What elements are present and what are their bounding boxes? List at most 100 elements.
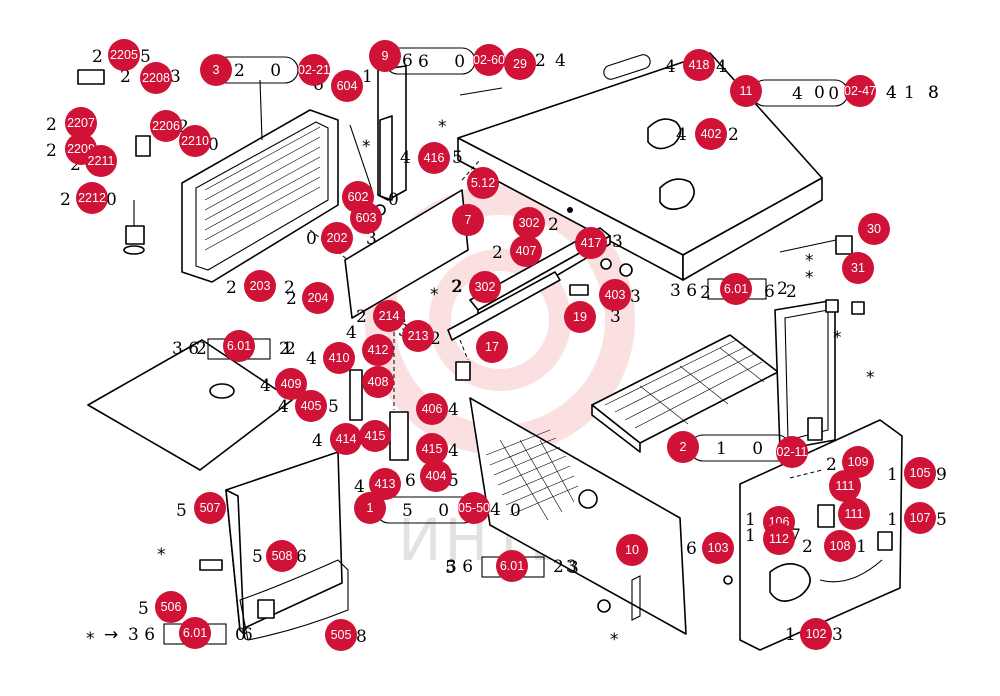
svg-text:02-21: 02-21 bbox=[298, 63, 330, 77]
hotspot-02-60[interactable]: 02-60 bbox=[473, 44, 505, 76]
hotspot-412[interactable]: 412 bbox=[362, 334, 394, 366]
hotspot-31[interactable]: 31 bbox=[842, 252, 874, 284]
svg-text:9: 9 bbox=[382, 49, 389, 63]
hotspot-302b[interactable]: 302 bbox=[469, 271, 501, 303]
hotspot-413[interactable]: 413 bbox=[369, 468, 401, 500]
svg-text:409: 409 bbox=[281, 377, 302, 391]
label-2210b: 0 bbox=[208, 135, 219, 155]
hotspot-10[interactable]: 10 bbox=[616, 534, 648, 566]
hotspot-17[interactable]: 17 bbox=[476, 331, 508, 363]
hotspot-2212[interactable]: 2212 bbox=[76, 182, 108, 214]
hotspot-2210[interactable]: 2210 bbox=[179, 125, 211, 157]
svg-text:30: 30 bbox=[867, 222, 881, 236]
hotspot-103[interactable]: 103 bbox=[702, 532, 734, 564]
hotspot-05-50[interactable]: 05-50 bbox=[458, 492, 490, 524]
hotspot-6.01c[interactable]: 6.01 bbox=[496, 550, 528, 582]
hotspot-204[interactable]: 204 bbox=[302, 282, 334, 314]
hotspot-02-47[interactable]: 02-47 bbox=[844, 75, 876, 107]
label-105a: 1 bbox=[887, 465, 898, 485]
hotspot-403[interactable]: 403 bbox=[599, 279, 631, 311]
hotspot-407[interactable]: 407 bbox=[510, 235, 542, 267]
star-8: * bbox=[805, 251, 814, 271]
hotspot-402[interactable]: 402 bbox=[695, 118, 727, 150]
hotspot-2208[interactable]: 2208 bbox=[140, 62, 172, 94]
label-507a: 5 bbox=[176, 501, 187, 521]
hotspot-410[interactable]: 410 bbox=[323, 342, 355, 374]
hotspot-1[interactable]: 1 bbox=[354, 492, 386, 524]
hotspot-2205[interactable]: 2205 bbox=[108, 39, 140, 71]
hotspot-418[interactable]: 418 bbox=[683, 49, 715, 81]
hotspot-302a[interactable]: 302 bbox=[513, 207, 545, 239]
label-6c: 2 bbox=[196, 339, 207, 359]
hotspot-108[interactable]: 108 bbox=[824, 530, 856, 562]
hotspot-6.01d[interactable]: 6.01 bbox=[179, 617, 211, 649]
svg-text:105: 105 bbox=[910, 466, 931, 480]
hotspot-202[interactable]: 202 bbox=[321, 222, 353, 254]
label-203a: 2 bbox=[226, 278, 237, 298]
hotspot-112[interactable]: 112 bbox=[763, 523, 795, 555]
hotspot-213[interactable]: 213 bbox=[402, 320, 434, 352]
label-6.01-2a: 5 bbox=[445, 558, 456, 578]
label-405b: 5 bbox=[328, 397, 339, 417]
hotspot-5.12[interactable]: 5.12 bbox=[467, 167, 499, 199]
hotspot-507[interactable]: 507 bbox=[194, 492, 226, 524]
star-4: * bbox=[157, 545, 166, 565]
hotspot-506[interactable]: 506 bbox=[155, 591, 187, 623]
star-markers: * * * * * * * * * * bbox=[86, 117, 875, 650]
hotspot-414[interactable]: 414 bbox=[330, 423, 362, 455]
hotspot-416[interactable]: 416 bbox=[418, 142, 450, 174]
star-3: * bbox=[362, 137, 371, 157]
svg-text:10: 10 bbox=[625, 543, 639, 557]
label-2x: 2 bbox=[786, 282, 797, 302]
svg-text:415: 415 bbox=[422, 442, 443, 456]
hotspot-408[interactable]: 408 bbox=[362, 366, 394, 398]
hotspot-7[interactable]: 7 bbox=[452, 204, 484, 236]
hotspot-111a[interactable]: 111 bbox=[829, 470, 861, 502]
hotspot-107[interactable]: 107 bbox=[904, 502, 936, 534]
hotspot-109[interactable]: 109 bbox=[842, 446, 874, 478]
hotspot-505[interactable]: 505 bbox=[325, 619, 357, 651]
hotspot-9[interactable]: 9 bbox=[369, 40, 401, 72]
hotspot-111b[interactable]: 111 bbox=[838, 498, 870, 530]
svg-text:406: 406 bbox=[422, 402, 443, 416]
hotspot-2[interactable]: 2 bbox=[667, 431, 699, 463]
hotspot-604[interactable]: 604 bbox=[331, 70, 363, 102]
hotspot-405[interactable]: 405 bbox=[295, 390, 327, 422]
hotspot-102[interactable]: 102 bbox=[800, 618, 832, 650]
hotspot-6.01b[interactable]: 6.01 bbox=[720, 273, 752, 305]
small-hardware bbox=[77, 69, 865, 619]
hotspot-415b[interactable]: 415 bbox=[416, 433, 448, 465]
hotspot-417[interactable]: 417 bbox=[575, 227, 607, 259]
label-214a: 2 bbox=[356, 307, 367, 327]
hotspot-406[interactable]: 406 bbox=[416, 393, 448, 425]
hotspot-105[interactable]: 105 bbox=[904, 457, 936, 489]
hotspot-409[interactable]: 409 bbox=[275, 368, 307, 400]
hotspot-214[interactable]: 214 bbox=[373, 300, 405, 332]
hotspot-29[interactable]: 29 bbox=[504, 48, 536, 80]
svg-text:11: 11 bbox=[740, 84, 753, 98]
hotspot-02-21[interactable]: 02-21 bbox=[298, 54, 330, 86]
hotspot-30[interactable]: 30 bbox=[858, 213, 890, 245]
label-2b: 3 bbox=[568, 558, 579, 578]
label-418c: 8 bbox=[928, 83, 939, 103]
label-112b: 7 bbox=[790, 526, 801, 546]
hotspot-6.01a[interactable]: 6.01 bbox=[223, 330, 255, 362]
label-103a: 6 bbox=[686, 539, 697, 559]
label-416b: 5 bbox=[452, 148, 463, 168]
hotspot-11[interactable]: 11 bbox=[730, 75, 762, 107]
hotspot-603[interactable]: 603 bbox=[350, 202, 382, 234]
hotspot-2207[interactable]: 2207 bbox=[65, 107, 97, 139]
hotspot-19[interactable]: 19 bbox=[564, 301, 596, 333]
hotspot-203[interactable]: 203 bbox=[244, 270, 276, 302]
hotspot-415a[interactable]: 415 bbox=[359, 420, 391, 452]
svg-text:19: 19 bbox=[573, 310, 587, 324]
hotspot-3[interactable]: 3 bbox=[200, 54, 232, 86]
hotspot-02-11[interactable]: 02-11 bbox=[776, 436, 808, 468]
label-204a: 2 bbox=[286, 289, 297, 309]
hotspot-2211[interactable]: 2211 bbox=[85, 145, 117, 177]
star-10: * bbox=[866, 368, 875, 388]
hotspot-508[interactable]: 508 bbox=[266, 540, 298, 572]
hotspot-404[interactable]: 404 bbox=[420, 460, 452, 492]
hotspot-2206[interactable]: 2206 bbox=[150, 110, 182, 142]
label-410a: 4 bbox=[306, 349, 317, 369]
